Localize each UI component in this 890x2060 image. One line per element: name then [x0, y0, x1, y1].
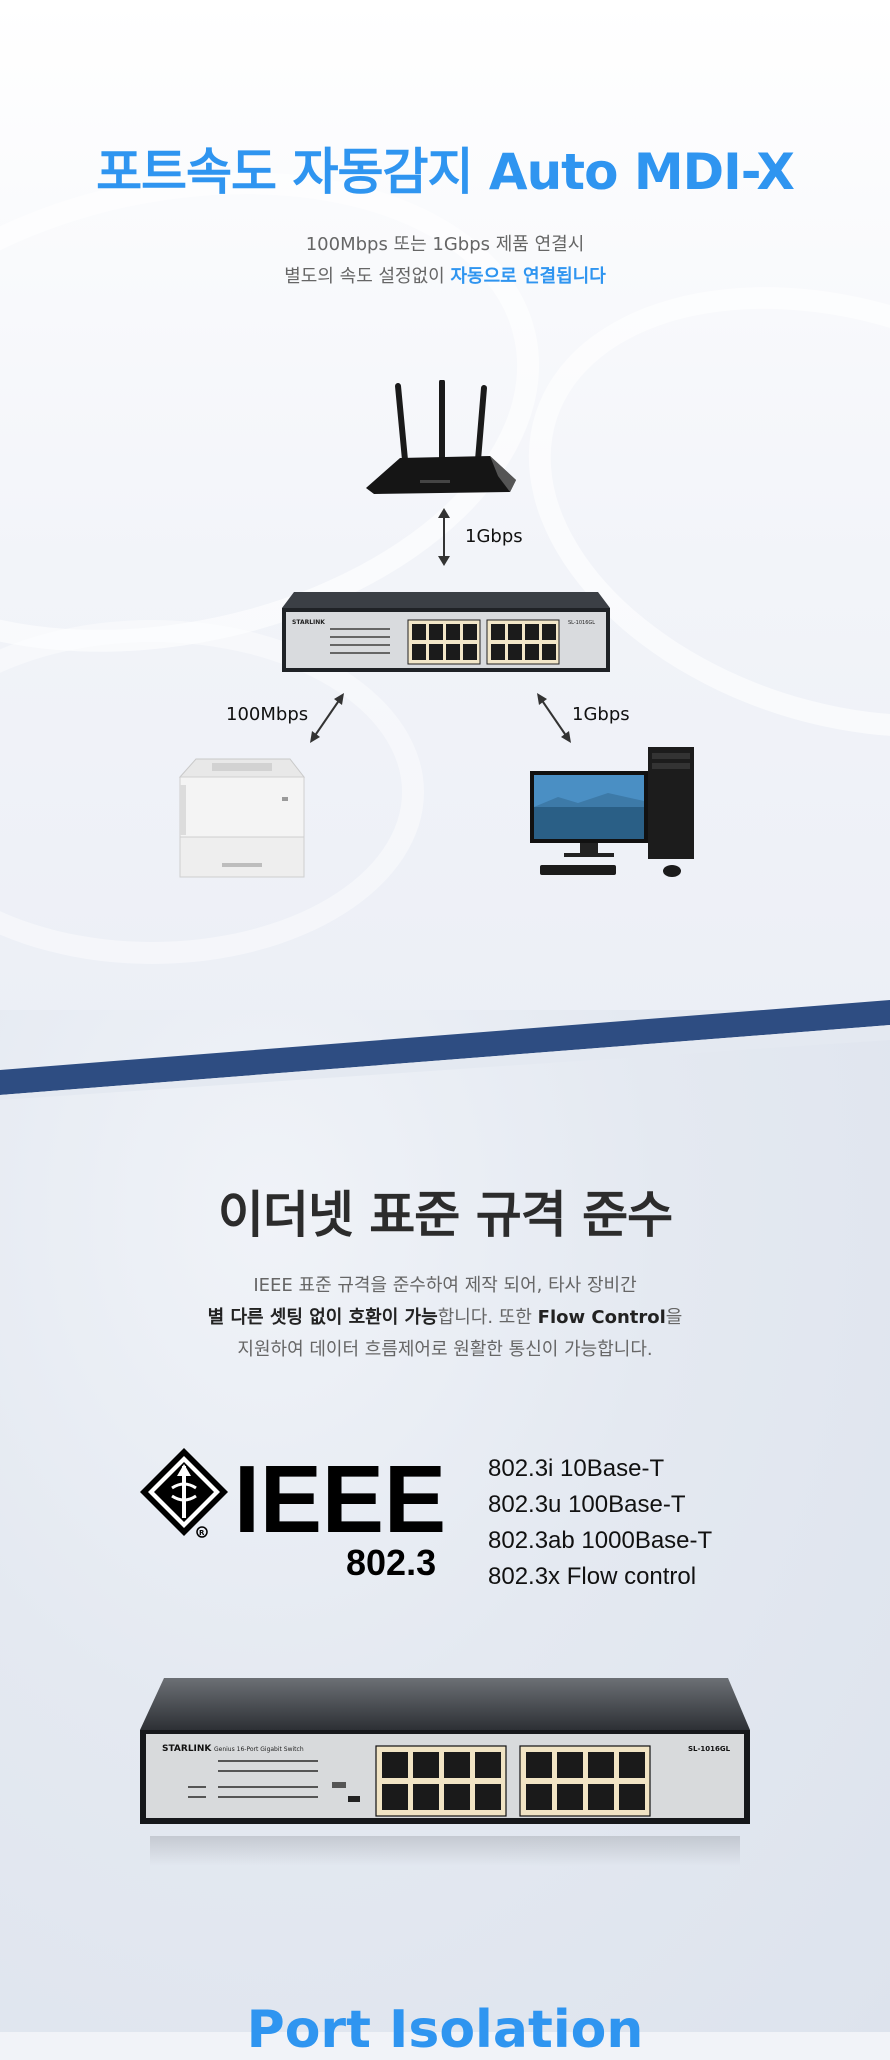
- background-swirl: [470, 210, 890, 814]
- subtitle-plain: 을: [665, 1307, 683, 1328]
- ethernet-subtitle-line1: IEEE 표준 규격을 준수하여 제작 되어, 타사 장비간: [253, 1275, 637, 1296]
- link-label-pc: 1Gbps: [572, 704, 630, 725]
- svg-text:R: R: [199, 1529, 205, 1537]
- switch-model-small: SL-1016GL: [568, 620, 595, 626]
- switch-image-large: STARLINK Genius 16-Port Gigabit Switch S…: [140, 1678, 750, 1824]
- switch-desc-large: Genius 16-Port Gigabit Switch: [214, 1746, 304, 1753]
- switch-brand-large: STARLINK: [162, 1744, 212, 1754]
- switch-reflection: [150, 1836, 740, 1866]
- link-arrow-printer: [310, 693, 344, 743]
- link-arrow-router: [438, 508, 450, 566]
- subtitle-bold-flow: Flow Control: [537, 1307, 666, 1328]
- ethernet-subtitle-line3: 지원하여 데이터 흐름제어로 원활한 통신이 가능합니다.: [237, 1339, 653, 1360]
- auto-mdix-title: 포트속도 자동감지 Auto MDI-X: [96, 143, 795, 201]
- standard-item: 802.3ab 1000Base-T: [488, 1527, 713, 1554]
- link-label-printer: 100Mbps: [226, 704, 309, 725]
- subtitle-bold-compat: 별 다른 셋팅 없이 호환이 가능: [207, 1307, 438, 1328]
- standard-item: 802.3i 10Base-T: [488, 1455, 665, 1482]
- desktop-pc-image: [530, 747, 694, 877]
- ieee-logo: R IEEE 802.3: [140, 1446, 446, 1583]
- subtitle-plain: 별도의 속도 설정없이: [284, 266, 451, 287]
- port-isolation-title: Port Isolation: [246, 2000, 644, 2060]
- link-label-router: 1Gbps: [465, 526, 523, 547]
- switch-brand-small: STARLINK: [292, 619, 325, 626]
- diagonal-divider: [0, 1000, 890, 1100]
- ieee-logo-text: IEEE: [234, 1446, 446, 1553]
- standard-item: 802.3u 100Base-T: [488, 1491, 686, 1518]
- standard-item: 802.3x Flow control: [488, 1563, 697, 1590]
- ethernet-subtitle-line2: 별 다른 셋팅 없이 호환이 가능합니다. 또한 Flow Control을: [0, 1303, 890, 1329]
- printer-image: [178, 758, 306, 878]
- link-arrow-pc: [537, 693, 571, 743]
- switch-model-large: SL-1016GL: [688, 1745, 731, 1753]
- switch-image-small: STARLINK SL-1016GL: [282, 592, 610, 672]
- router-image: [366, 380, 516, 494]
- subtitle-highlight: 자동으로 연결됩니다: [450, 266, 606, 287]
- ethernet-standard-section: [0, 1010, 890, 2032]
- ethernet-standard-title: 이더넷 표준 규격 준수: [217, 1186, 673, 1244]
- subtitle-plain: 합니다. 또한: [437, 1307, 538, 1328]
- auto-mdix-subtitle-line2: 별도의 속도 설정없이 자동으로 연결됩니다: [0, 262, 890, 288]
- ieee-logo-number: 802.3: [346, 1542, 436, 1583]
- auto-mdix-subtitle-line1: 100Mbps 또는 1Gbps 제품 연결시: [305, 234, 585, 255]
